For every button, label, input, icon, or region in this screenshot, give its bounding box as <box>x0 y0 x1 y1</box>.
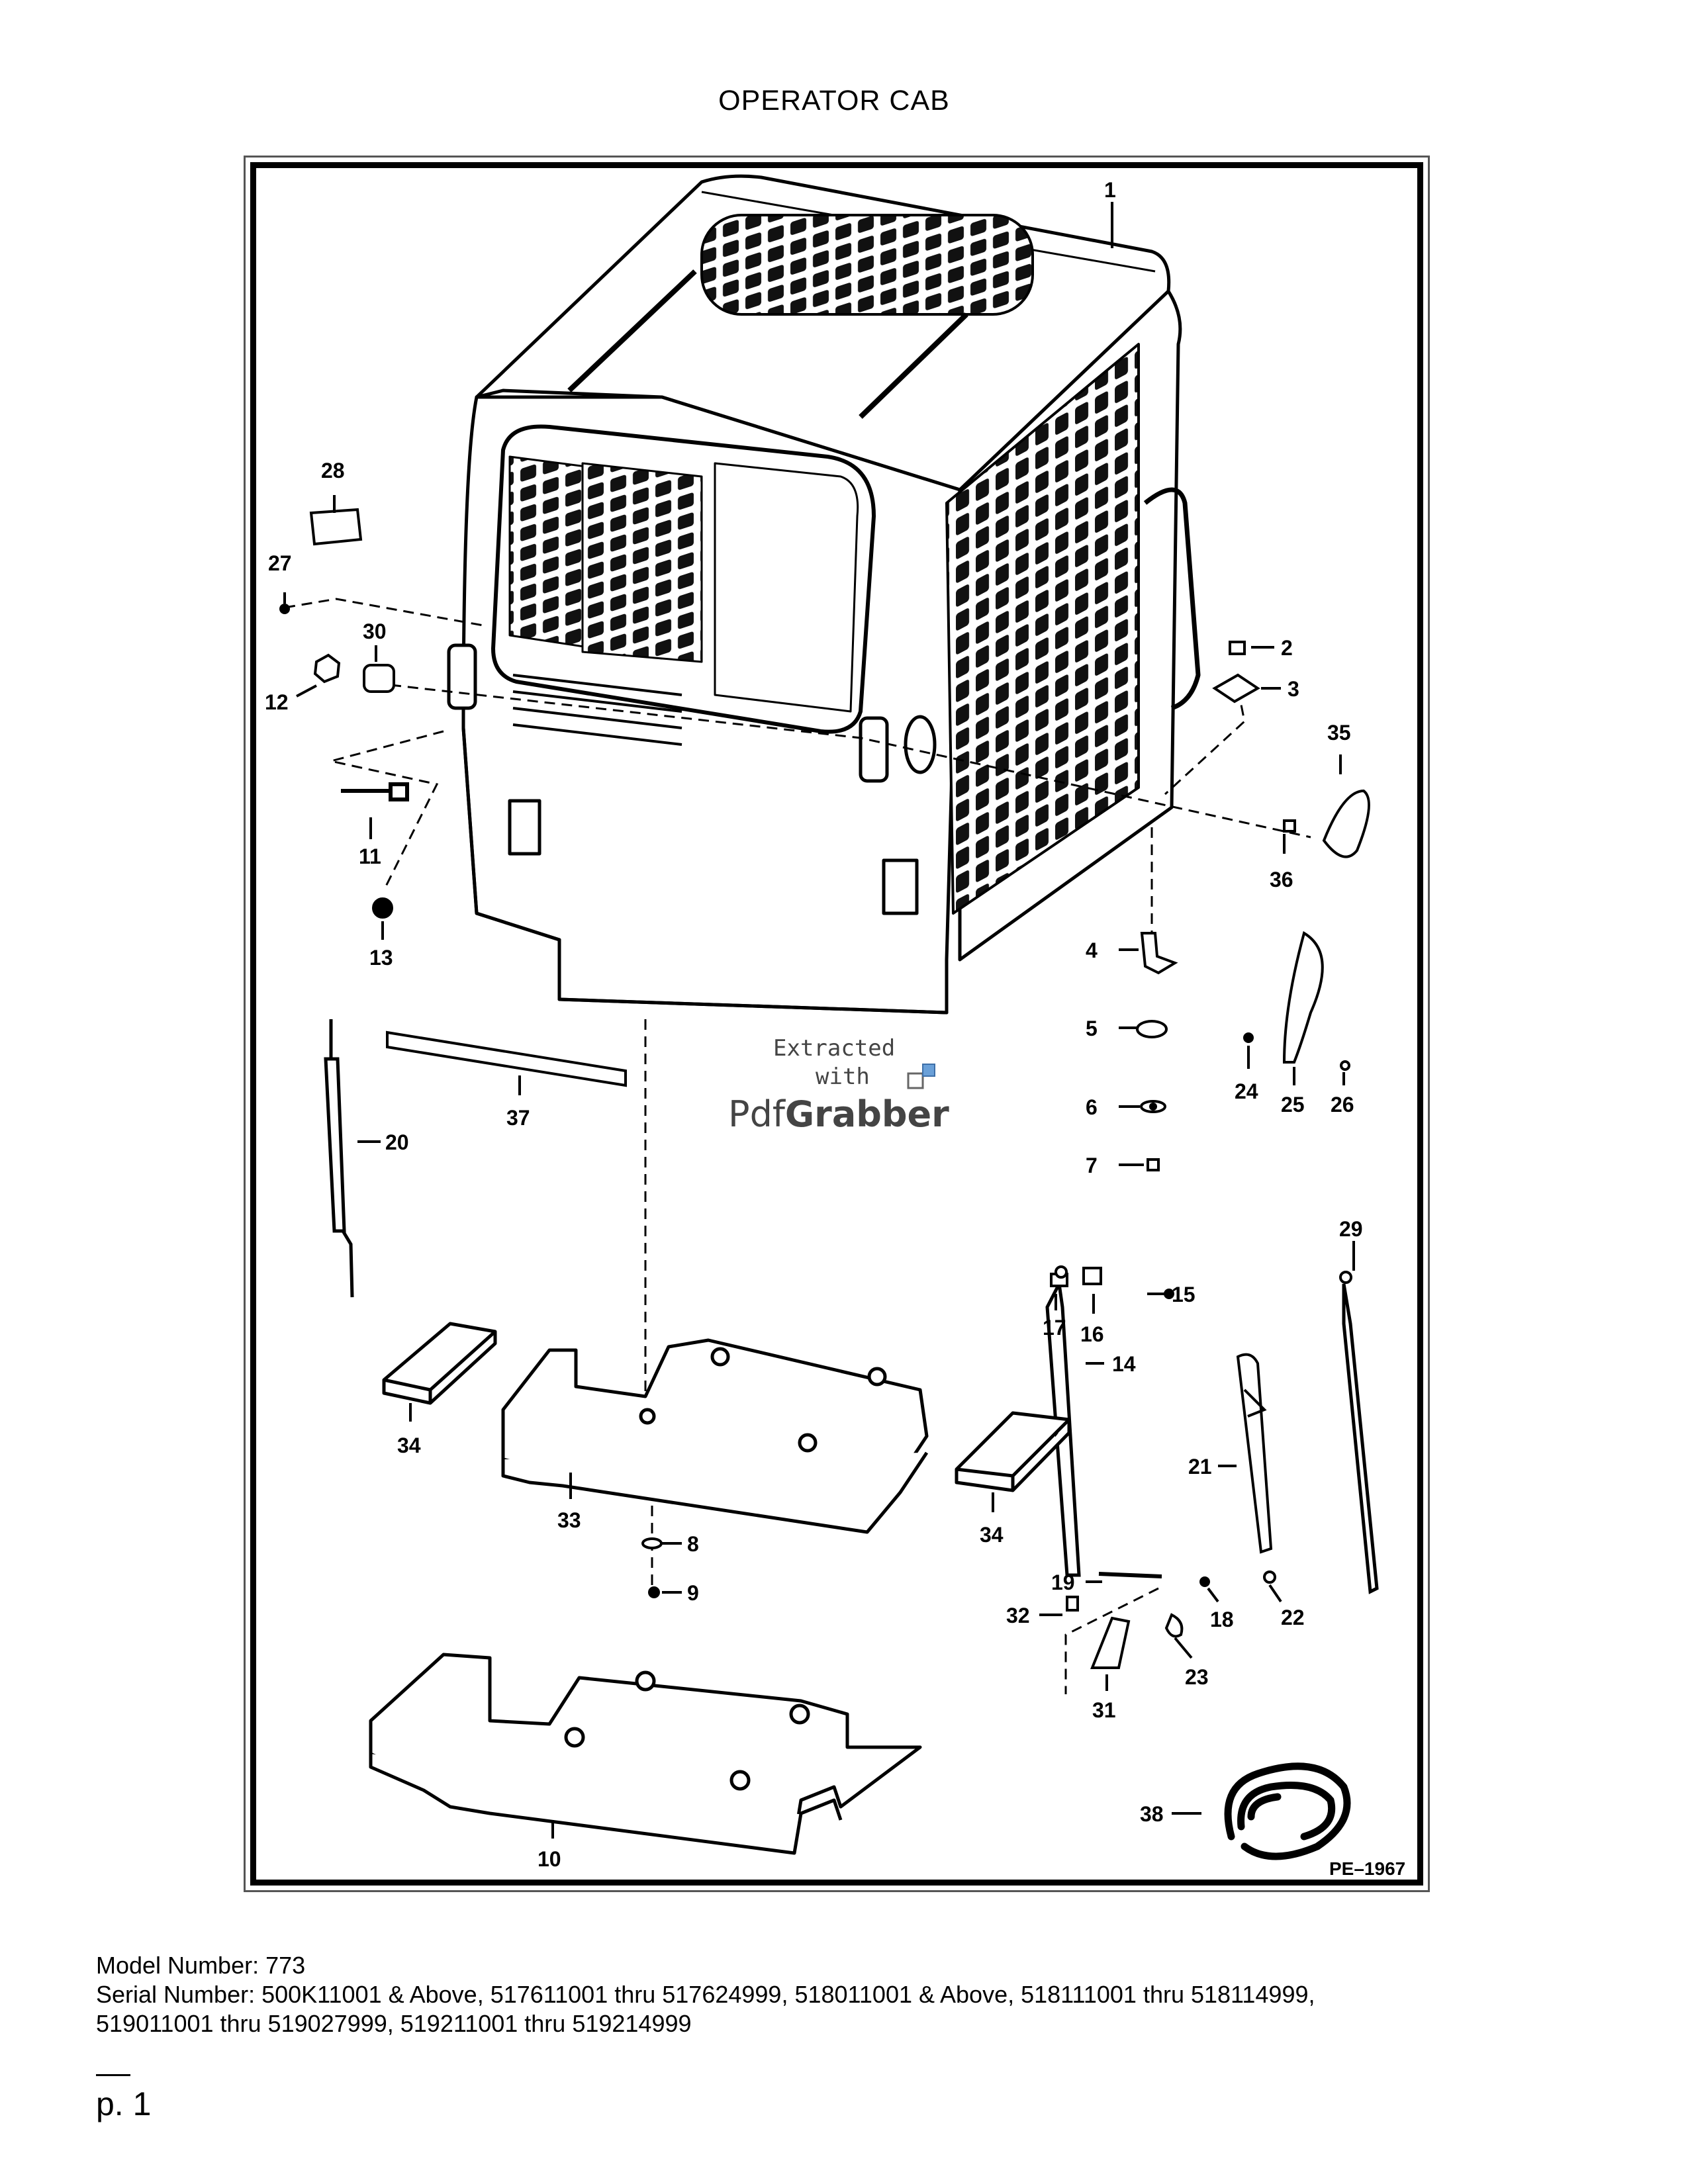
callout-16: 16 <box>1080 1322 1104 1346</box>
hardware-parts <box>279 508 1379 1669</box>
callout-30: 30 <box>363 619 387 643</box>
callout-31: 31 <box>1092 1698 1116 1722</box>
watermark-brand-a: Pdf <box>728 1093 786 1135</box>
pdfgrabber-watermark: Extracted with PdfGrabber <box>728 1035 949 1135</box>
callout-19: 19 <box>1051 1570 1075 1594</box>
callout-14: 14 <box>1112 1352 1136 1376</box>
cab-assembly <box>447 174 1201 1015</box>
callout-36: 36 <box>1270 868 1293 891</box>
callout-34a: 34 <box>397 1433 421 1457</box>
leader-lines <box>283 202 1355 1839</box>
callout-2: 2 <box>1281 636 1293 660</box>
watermark-line-2: with <box>816 1064 870 1090</box>
watermark-line-1: Extracted <box>773 1035 895 1062</box>
callout-38: 38 <box>1140 1802 1164 1826</box>
callout-15: 15 <box>1172 1283 1196 1306</box>
callout-1: 1 <box>1104 178 1116 202</box>
callout-18: 18 <box>1210 1608 1234 1631</box>
watermark-brand-b: Grabber <box>785 1093 949 1135</box>
callout-24: 24 <box>1235 1079 1258 1103</box>
callout-3: 3 <box>1288 677 1299 701</box>
callout-22: 22 <box>1281 1606 1305 1629</box>
callout-35: 35 <box>1327 721 1351 745</box>
callout-21: 21 <box>1188 1455 1212 1479</box>
page-rule <box>96 2074 130 2076</box>
callout-6: 6 <box>1086 1095 1098 1119</box>
callout-28: 28 <box>321 459 345 482</box>
plate-id: PE–1967 <box>1329 1858 1405 1879</box>
callout-13: 13 <box>369 946 393 970</box>
callout-32: 32 <box>1006 1604 1030 1627</box>
figure-frame-outer <box>244 156 1430 1892</box>
callout-26: 26 <box>1331 1093 1354 1116</box>
serial-number-line-2: 519011001 thru 519027999, 519211001 thru… <box>96 2010 692 2037</box>
callout-5: 5 <box>1086 1017 1098 1040</box>
callout-9: 9 <box>687 1581 699 1605</box>
page-number: p. 1 <box>96 2085 152 2122</box>
callout-10: 10 <box>538 1847 561 1871</box>
callout-27: 27 <box>268 551 292 575</box>
seal-coil <box>1224 1762 1351 1860</box>
callout-33: 33 <box>557 1508 581 1532</box>
watermark-brand: PdfGrabber <box>728 1093 949 1135</box>
figure-frame-inner <box>250 162 1423 1886</box>
callout-7: 7 <box>1086 1154 1098 1177</box>
callout-34b: 34 <box>980 1523 1004 1547</box>
callout-labels: 1 2 3 4 5 6 7 8 9 10 11 12 13 14 15 16 1… <box>265 178 1405 1879</box>
callout-20: 20 <box>385 1130 409 1154</box>
page-title: OPERATOR CAB <box>718 85 950 116</box>
callout-23: 23 <box>1185 1665 1209 1689</box>
callout-29: 29 <box>1339 1217 1363 1241</box>
pdfgrabber-logo-icon <box>907 1064 935 1089</box>
serial-number-line-1: Serial Number: 500K11001 & Above, 517611… <box>96 1981 1315 2008</box>
callout-8: 8 <box>687 1532 699 1556</box>
callout-17: 17 <box>1043 1316 1066 1340</box>
callout-11: 11 <box>359 844 381 868</box>
floor-parts <box>369 1322 1071 1855</box>
model-number: Model Number: 773 <box>96 1952 306 1979</box>
callout-4: 4 <box>1086 938 1098 962</box>
callout-12: 12 <box>265 690 289 714</box>
callout-37: 37 <box>506 1106 530 1130</box>
callout-25: 25 <box>1281 1093 1305 1116</box>
assembly-lines <box>284 598 1311 1694</box>
